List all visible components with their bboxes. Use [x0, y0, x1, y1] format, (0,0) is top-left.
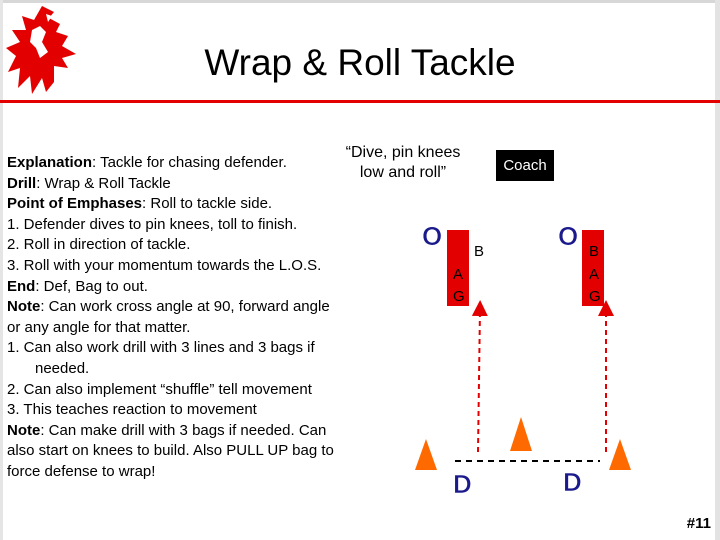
second-note-continued: also start on knees to build. Also PULL …	[7, 442, 334, 460]
hawk-logo	[6, 6, 76, 94]
note-line-continued: or any angle for that matter.	[7, 318, 191, 336]
top-border	[0, 0, 720, 3]
end-text: : Def, Bag to out.	[35, 277, 148, 295]
tackling-bag-right	[582, 230, 604, 306]
coaching-quote: “Dive, pin knees low and roll”	[328, 143, 478, 183]
end-line: End: Def, Bag to out.	[7, 277, 382, 298]
defense-player-right: D	[563, 467, 582, 497]
bag-letter: G	[453, 288, 465, 305]
bag-letter: A	[589, 266, 599, 283]
left-border	[0, 0, 3, 540]
explanation-text: : Tackle for chasing defender.	[92, 154, 287, 171]
note-text: : Can make drill with 3 bags if needed. …	[40, 421, 327, 439]
slide-number: #11	[686, 515, 711, 532]
emphasis-point: 1. Defender dives to pin knees, toll to …	[7, 215, 298, 233]
defense-player-left: D	[453, 469, 472, 499]
slide-title: Wrap & Roll Tackle	[204, 42, 516, 83]
note-label: Note	[7, 298, 41, 316]
second-note-continued: force defense to wrap!	[7, 462, 156, 480]
emphasis-line: Point of Emphases: Roll to tackle side.	[7, 194, 382, 215]
right-border	[715, 0, 720, 540]
emphasis-text: : Roll to tackle side.	[142, 195, 273, 213]
cone-right	[609, 439, 631, 470]
note-item: 3. This teaches reaction to movement	[7, 401, 257, 419]
cone-left	[415, 439, 437, 470]
note-item: 2. Can also implement “shuffle” tell mov…	[7, 380, 312, 398]
explanation-label: Explanation	[7, 154, 93, 171]
quote-line-2: low and roll”	[359, 164, 447, 181]
coach-label: Coach	[496, 150, 554, 181]
quote-line-1: “Dive, pin knees	[345, 144, 461, 161]
note-item: 1. Can also work drill with 3 lines and …	[7, 339, 315, 357]
end-label: End	[7, 277, 36, 295]
drill-label: Drill	[7, 174, 37, 192]
offense-player-left: O	[422, 221, 442, 251]
note-item-continued: needed.	[35, 359, 90, 377]
emphasis-label: Point of Emphases	[7, 195, 143, 213]
drill-text: : Wrap & Roll Tackle	[36, 174, 171, 192]
note-text: : Can work cross angle at 90, forward an…	[40, 298, 330, 316]
cone-middle	[510, 417, 532, 451]
bag-letter: A	[453, 266, 463, 283]
tackling-bag-left	[447, 230, 469, 306]
second-note-line: Note: Can make drill with 3 bags if need…	[7, 421, 382, 442]
route-arrow-left	[471, 300, 488, 453]
bag-letter: B	[589, 243, 599, 260]
emphasis-point: 3. Roll with your momentum towards the L…	[7, 256, 322, 274]
emphasis-point: 2. Roll in direction of tackle.	[7, 236, 191, 254]
drill-line: Drill: Wrap & Roll Tackle	[7, 174, 382, 195]
bag-letter: G	[589, 288, 601, 305]
note-label: Note	[7, 421, 41, 439]
offense-player-right: O	[558, 221, 578, 251]
note-line: Note: Can work cross angle at 90, forwar…	[7, 297, 382, 318]
bag-letter: B	[474, 243, 484, 260]
explanation-line: Explanation: Tackle for chasing defender…	[7, 153, 382, 174]
title-divider	[0, 100, 720, 103]
drill-description: Explanation: Tackle for chasing defender…	[7, 153, 382, 483]
